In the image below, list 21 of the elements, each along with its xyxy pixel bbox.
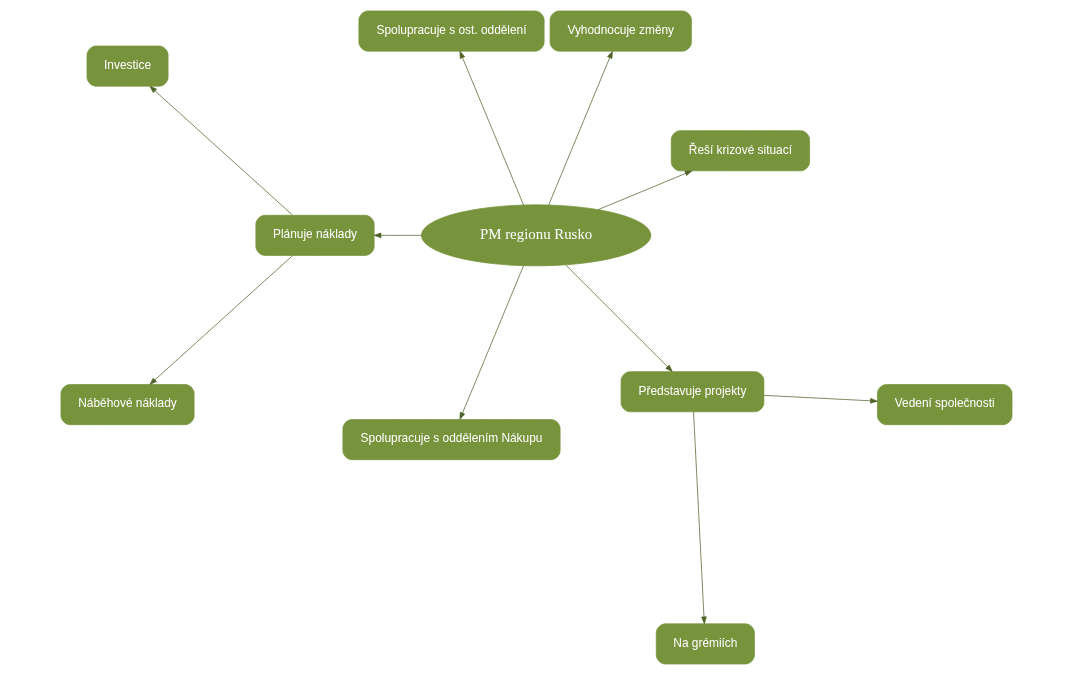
node-ellipse: PM regionu Rusko	[421, 204, 652, 267]
node-box: Náběhové náklady	[60, 384, 195, 426]
arrow	[373, 232, 422, 239]
node-box: Na grémiích	[655, 623, 755, 665]
arrow	[459, 51, 524, 206]
arrow	[149, 255, 293, 385]
arrow	[763, 395, 878, 404]
node-box: Spolupracuje s oddělením Nákupu	[342, 419, 561, 461]
node-box: Spolupracuje s ost. oddělení	[358, 10, 545, 52]
arrow	[693, 411, 707, 624]
arrow	[565, 264, 673, 372]
node-box: Představuje projekty	[620, 371, 765, 413]
arrow	[597, 170, 693, 210]
arrow	[149, 85, 293, 216]
node-box: Plánuje náklady	[255, 214, 375, 256]
arrow	[459, 265, 524, 420]
node-box: Investice	[86, 45, 169, 87]
node-box: Řeší krizové situací	[670, 130, 810, 172]
node-box: Vyhodnocuje změny	[549, 10, 692, 52]
arrow	[548, 51, 613, 206]
node-box: Vedení společnosti	[877, 384, 1013, 426]
